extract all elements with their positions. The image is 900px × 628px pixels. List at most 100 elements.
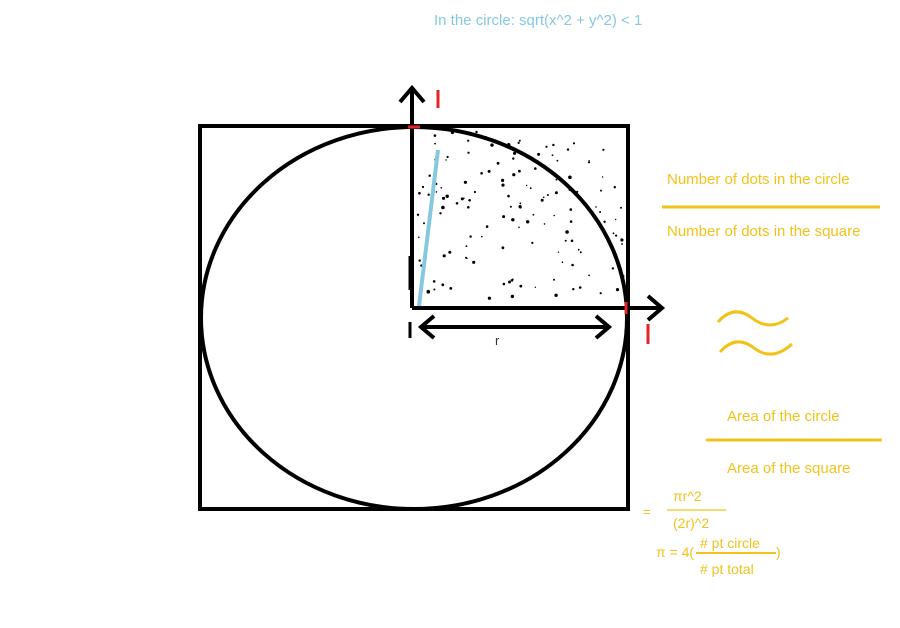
dot: [469, 235, 472, 238]
dot: [434, 142, 436, 145]
sample-point-vector: [417, 149, 440, 307]
dot: [441, 205, 445, 210]
dot: [511, 218, 515, 222]
dot: [568, 175, 572, 180]
dot: [564, 239, 567, 242]
random-dots: [416, 130, 625, 300]
pi-prefix: π = 4(: [656, 544, 695, 560]
dot: [556, 159, 559, 162]
dot: [455, 202, 459, 205]
dot: [512, 157, 515, 160]
dot: [602, 148, 605, 151]
dot: [426, 289, 431, 294]
dot: [569, 208, 573, 211]
radius-label: r: [495, 333, 500, 348]
dot: [603, 232, 607, 235]
dot: [467, 206, 470, 209]
dot: [441, 283, 445, 287]
dot: [428, 174, 431, 177]
dot: [467, 139, 470, 142]
area-circle-label: Area of the circle: [727, 408, 840, 425]
dot: [435, 191, 438, 193]
dot: [531, 241, 534, 244]
dots-in-circle-label: Number of dots in the circle: [667, 171, 850, 188]
dot: [553, 214, 555, 217]
dot: [502, 215, 506, 219]
dot: [448, 250, 452, 254]
dot: [432, 280, 436, 283]
dot: [572, 288, 575, 291]
dot: [440, 187, 443, 189]
dot: [468, 199, 471, 202]
dot: [621, 243, 623, 245]
dot: [508, 280, 511, 284]
dot: [418, 259, 421, 262]
dot: [599, 292, 602, 295]
dot: [446, 155, 449, 159]
area-square-label: Area of the square: [727, 460, 851, 477]
dot: [615, 288, 620, 292]
formula-numerator: πr^2: [673, 488, 702, 504]
dot: [579, 251, 582, 254]
dot: [601, 176, 604, 178]
dot: [418, 191, 421, 195]
dot: [532, 213, 535, 216]
pt-circle-label: # pt circle: [700, 535, 760, 551]
dot: [510, 294, 515, 299]
dot: [554, 191, 558, 195]
dot: [460, 197, 464, 201]
dot: [600, 189, 602, 192]
dot: [465, 245, 468, 248]
dot: [603, 220, 606, 223]
dot: [442, 254, 446, 258]
formula-denominator: (2r)^2: [673, 515, 710, 531]
dot: [480, 172, 483, 175]
dot: [519, 202, 522, 205]
x-axis-arrowhead: [646, 294, 666, 322]
dot: [599, 211, 602, 213]
dot: [540, 198, 544, 202]
dot: [526, 220, 530, 224]
dot: [506, 143, 511, 147]
dot: [463, 180, 467, 184]
dot: [551, 154, 554, 157]
dot: [501, 183, 505, 187]
dot: [546, 194, 549, 196]
dot: [620, 206, 622, 209]
dot: [485, 225, 489, 228]
dot: [450, 130, 454, 135]
dot: [513, 151, 517, 155]
dot: [571, 263, 574, 267]
dot: [473, 190, 476, 194]
dot: [578, 286, 582, 289]
approx-equal-icon: [716, 310, 794, 356]
dot: [467, 151, 470, 154]
dot: [570, 239, 574, 243]
dot: [543, 223, 546, 225]
dot: [588, 160, 590, 162]
dot: [553, 278, 555, 281]
radius-arrowhead-right: [594, 314, 613, 340]
dot: [529, 187, 532, 190]
circle-condition: In the circle: sqrt(x^2 + y^2) < 1: [434, 12, 643, 29]
dot: [423, 222, 425, 225]
dot: [475, 130, 478, 134]
dot: [615, 234, 618, 237]
dot: [433, 134, 437, 137]
dot: [519, 284, 523, 288]
dot: [566, 148, 570, 151]
radius-arrowhead-left: [417, 314, 436, 340]
dot: [507, 194, 510, 198]
dot: [502, 282, 506, 286]
dots-in-square-label: Number of dots in the square: [667, 223, 861, 240]
dot: [465, 256, 467, 259]
dot: [569, 220, 573, 223]
equals-sign: =: [643, 504, 651, 519]
dot: [485, 135, 487, 138]
dot: [542, 196, 545, 199]
dot: [418, 236, 420, 239]
dot: [561, 261, 564, 264]
dot: [427, 193, 430, 196]
dot: [526, 184, 528, 187]
